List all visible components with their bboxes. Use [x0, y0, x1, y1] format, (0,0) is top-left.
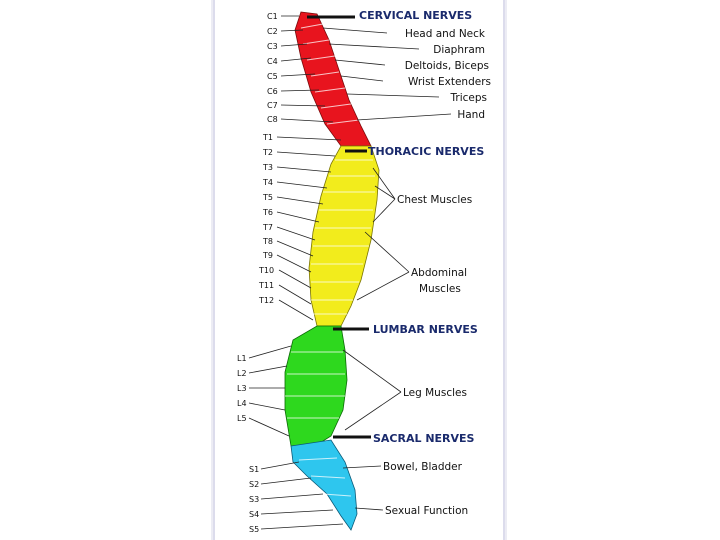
level-s5: S5	[249, 525, 259, 534]
function-bowel-bladder: Bowel, Bladder	[383, 461, 463, 473]
level-c4: C4	[267, 57, 278, 66]
level-t6: T6	[262, 208, 273, 217]
spine-diagram-frame: C1 C2 C3 C4 C5 C6 C7 C8 T1 T2 T3 T4 T5 T…	[215, 0, 503, 540]
level-c3: C3	[267, 42, 278, 51]
lumbar-level-labels: L1 L2 L3 L4 L5	[237, 346, 291, 436]
function-hand: Hand	[457, 109, 485, 121]
level-l3: L3	[237, 384, 247, 393]
sacral-nerves-title: SACRAL NERVES	[373, 432, 475, 445]
spine-body	[285, 12, 379, 530]
cervical-nerves-title: CERVICAL NERVES	[359, 9, 472, 22]
level-l2: L2	[237, 369, 247, 378]
level-c5: C5	[267, 72, 278, 81]
level-c7: C7	[267, 101, 278, 110]
level-s4: S4	[249, 510, 259, 519]
function-chest-muscles: Chest Muscles	[397, 194, 472, 206]
level-s3: S3	[249, 495, 259, 504]
function-diaphram: Diaphram	[433, 44, 485, 56]
function-muscles: Muscles	[419, 283, 461, 295]
level-c1: C1	[267, 12, 278, 21]
lumbar-nerves-title: LUMBAR NERVES	[373, 323, 478, 336]
level-s1: S1	[249, 465, 259, 474]
level-l5: L5	[237, 414, 247, 423]
level-t5: T5	[262, 193, 273, 202]
level-t11: T11	[258, 281, 274, 290]
level-c8: C8	[267, 115, 278, 124]
level-t8: T8	[262, 237, 273, 246]
level-t3: T3	[262, 163, 273, 172]
sacral-vertebrae	[291, 440, 357, 530]
thoracic-vertebrae	[309, 146, 379, 326]
level-t9: T9	[262, 251, 273, 260]
function-wrist-extenders: Wrist Extenders	[408, 76, 491, 88]
function-sexual-function: Sexual Function	[385, 505, 468, 517]
level-t4: T4	[262, 178, 273, 187]
level-s2: S2	[249, 480, 259, 489]
thoracic-nerves-title: THORACIC NERVES	[368, 145, 484, 158]
function-leg-muscles: Leg Muscles	[403, 387, 467, 399]
level-t12: T12	[258, 296, 274, 305]
cervical-vertebrae	[295, 12, 371, 146]
level-c2: C2	[267, 27, 278, 36]
level-l4: L4	[237, 399, 247, 408]
level-t1: T1	[262, 133, 273, 142]
function-deltoids-biceps: Deltoids, Biceps	[405, 60, 489, 72]
spinal-nerves-diagram: C1 C2 C3 C4 C5 C6 C7 C8 T1 T2 T3 T4 T5 T…	[215, 0, 503, 540]
level-t2: T2	[262, 148, 273, 157]
level-c6: C6	[267, 87, 278, 96]
function-head-and-neck: Head and Neck	[405, 28, 486, 40]
function-abdominal: Abdominal	[411, 267, 467, 279]
level-t7: T7	[262, 223, 273, 232]
sacral-functions: Bowel, Bladder Sexual Function	[343, 461, 468, 517]
lumbar-vertebrae	[285, 326, 347, 446]
level-t10: T10	[258, 266, 274, 275]
lumbar-functions: Leg Muscles	[343, 350, 467, 430]
level-l1: L1	[237, 354, 247, 363]
function-triceps: Triceps	[450, 92, 487, 104]
